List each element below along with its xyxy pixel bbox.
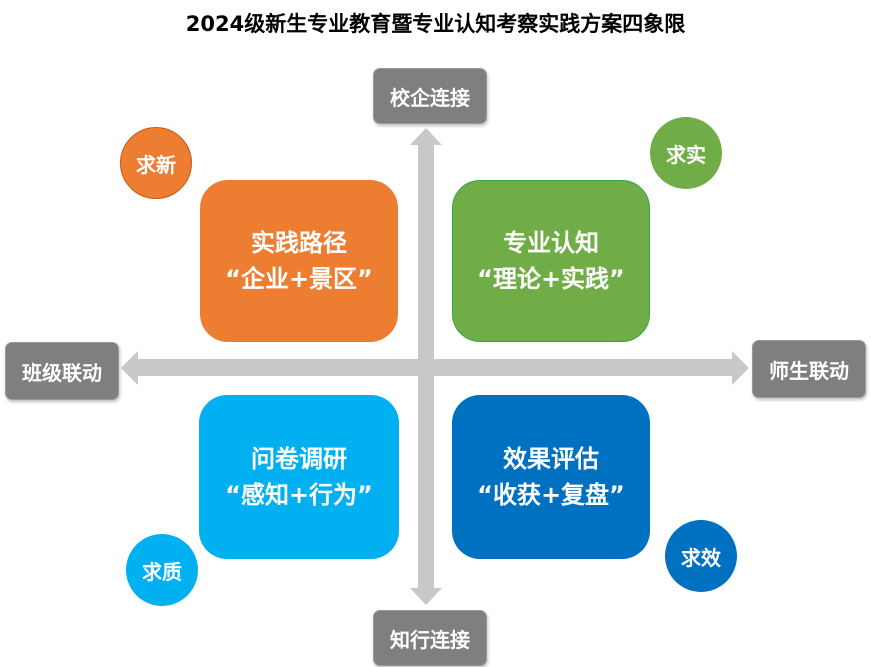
badge-bottom-right: 求效 [665, 520, 737, 592]
quadrant-bottom-right: 效果评估 “收获+复盘” [452, 395, 650, 559]
horizontal-axis [137, 359, 733, 376]
vertical-axis [418, 144, 434, 589]
arrow-right-icon [732, 351, 749, 385]
quadrant-title: 问卷调研 [251, 445, 347, 473]
arrow-left-icon [121, 351, 138, 385]
quadrant-subtitle: “企业+景区” [225, 265, 373, 293]
quadrant-bottom-left: 问卷调研 “感知+行为” [199, 395, 399, 559]
badge-bottom-left: 求质 [126, 534, 198, 606]
quadrant-subtitle: “理论+实践” [477, 265, 625, 293]
quadrant-title: 专业认知 [503, 229, 599, 257]
quadrant-top-right: 专业认知 “理论+实践” [452, 180, 650, 342]
quadrant-top-left: 实践路径 “企业+景区” [200, 180, 398, 342]
quadrant-title: 效果评估 [503, 445, 599, 473]
quadrant-subtitle: “收获+复盘” [477, 481, 625, 509]
badge-top-right: 求实 [650, 117, 722, 189]
axis-label-top: 校企连接 [373, 68, 487, 124]
diagram-title: 2024级新生专业教育暨专业认知考察实践方案四象限 [185, 12, 686, 36]
quadrant-title: 实践路径 [251, 229, 347, 257]
arrow-down-icon [410, 588, 442, 605]
axis-label-bottom: 知行连接 [373, 610, 487, 666]
quadrant-subtitle: “感知+行为” [225, 481, 373, 509]
badge-top-left: 求新 [120, 127, 192, 199]
arrow-up-icon [410, 128, 442, 145]
axis-label-right: 师生联动 [752, 340, 866, 398]
axis-label-left: 班级联动 [5, 342, 119, 400]
